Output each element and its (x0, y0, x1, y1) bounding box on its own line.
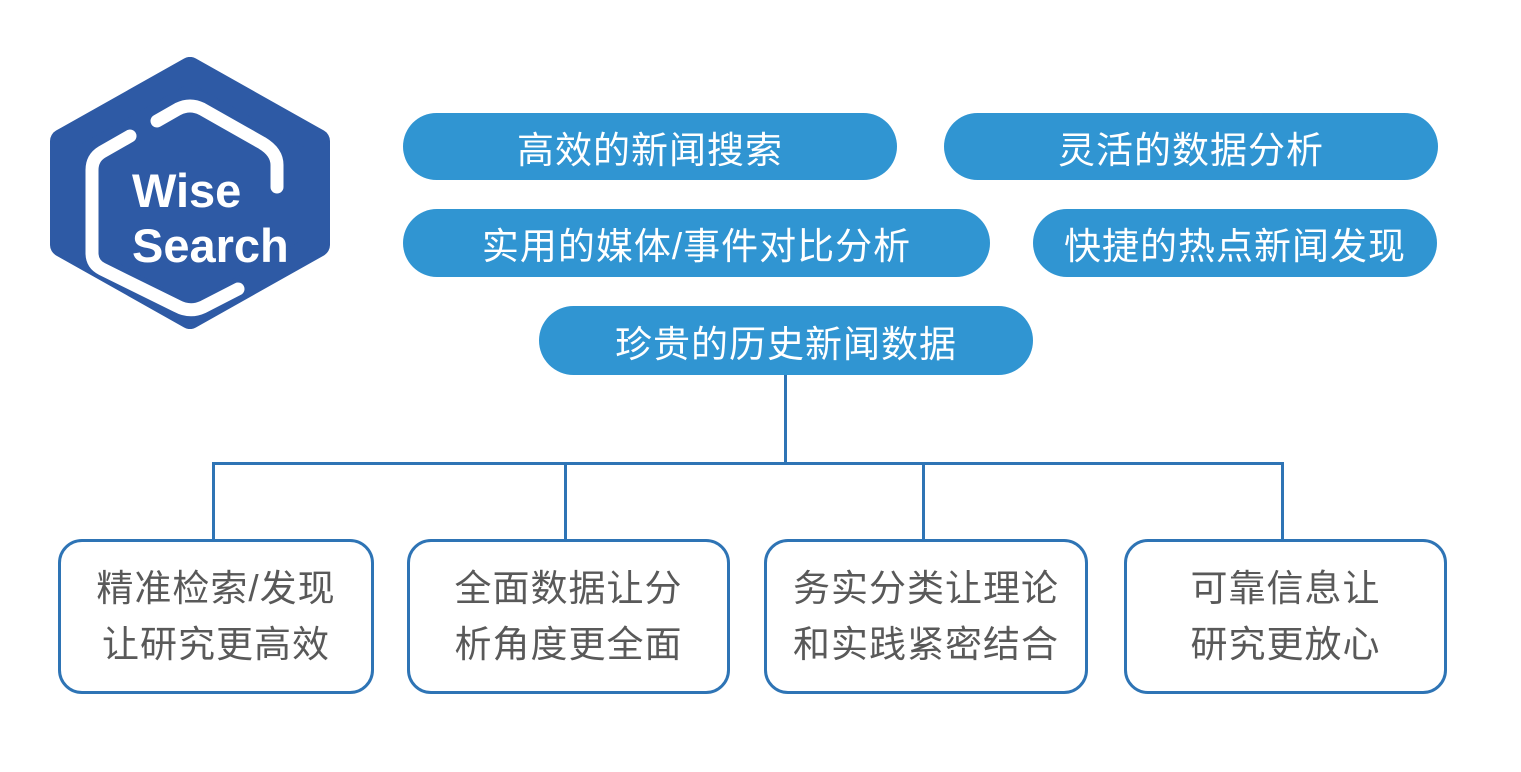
logo-text-line1: Wise (132, 164, 241, 217)
feature-pill-hot-news-discovery: 快捷的热点新闻发现 (1033, 209, 1437, 277)
feature-pill-data-analysis: 灵活的数据分析 (944, 113, 1438, 180)
benefit-box-precise-retrieval: 精准检索/发现 让研究更高效 (58, 539, 374, 694)
connector-horizontal-line (212, 462, 1284, 465)
benefit-line: 让研究更高效 (102, 623, 330, 665)
connector-drop-line-1 (212, 462, 215, 540)
benefit-line: 全面数据让分 (454, 567, 683, 609)
feature-pill-label: 珍贵的历史新闻数据 (615, 323, 957, 365)
benefit-line: 精准检索/发现 (96, 567, 336, 609)
connector-drop-line-3 (922, 462, 925, 540)
benefit-line: 可靠信息让 (1190, 567, 1381, 609)
benefit-line: 务实分类让理论 (793, 567, 1059, 609)
benefit-line: 和实践紧密结合 (793, 623, 1059, 665)
logo-text-line2: Search (132, 219, 289, 272)
connector-stem-line (784, 375, 787, 463)
feature-pill-label: 实用的媒体/事件对比分析 (481, 226, 912, 267)
logo-hexagon-outline-bottom-icon (85, 129, 245, 317)
benefit-box-pragmatic-classification: 务实分类让理论 和实践紧密结合 (764, 539, 1088, 694)
connector-drop-line-4 (1281, 462, 1284, 540)
feature-pill-media-event-comparison: 实用的媒体/事件对比分析 (403, 209, 990, 277)
feature-pill-historical-news-data: 珍贵的历史新闻数据 (539, 306, 1033, 375)
benefit-box-comprehensive-data: 全面数据让分 析角度更全面 (407, 539, 730, 694)
feature-pill-label: 高效的新闻搜索 (517, 129, 783, 171)
feature-pill-label: 灵活的数据分析 (1058, 129, 1324, 171)
feature-pill-news-search: 高效的新闻搜索 (403, 113, 897, 180)
benefit-box-reliable-information: 可靠信息让 研究更放心 (1124, 539, 1447, 694)
feature-pill-label: 快捷的热点新闻发现 (1064, 226, 1406, 267)
logo-hexagon-outline-top-icon (150, 99, 284, 194)
connector-drop-line-2 (564, 462, 567, 540)
wise-search-logo: Wise Search (50, 57, 330, 329)
benefit-line: 析角度更全面 (454, 623, 683, 665)
benefit-line: 研究更放心 (1190, 623, 1381, 665)
